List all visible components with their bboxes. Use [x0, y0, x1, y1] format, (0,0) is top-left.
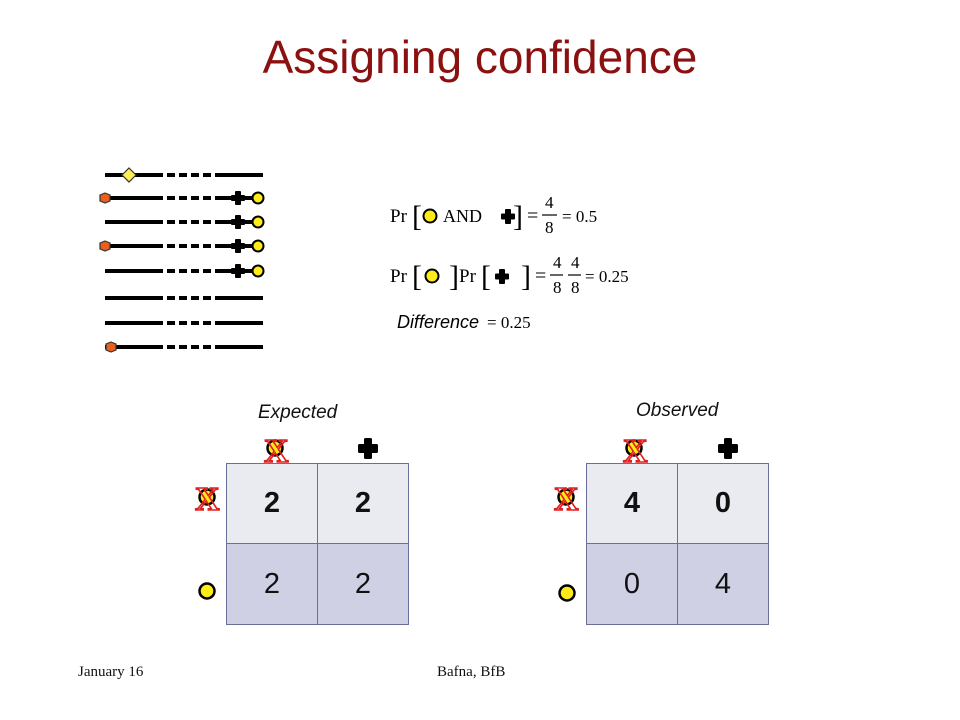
expected-label: Expected [258, 402, 338, 423]
eq1-numerator: 4 [545, 193, 554, 212]
yellow-circle-icon [198, 582, 216, 600]
svg-text:]: ] [449, 260, 459, 293]
svg-text:=: = [527, 205, 538, 227]
svg-text:[: [ [412, 200, 422, 233]
black-cross-icon [231, 191, 245, 205]
black-cross-icon [718, 438, 738, 459]
eq2-frac2-numerator: 4 [571, 253, 580, 272]
eq2-result: = 0.25 [585, 267, 629, 286]
svg-text:]: ] [521, 260, 531, 293]
black-cross-icon [231, 239, 245, 253]
red-x-icon: X [195, 481, 220, 518]
svg-text:[: [ [481, 260, 491, 293]
yellow-circle-icon [557, 488, 575, 506]
expected-grid: 2 2 2 2 [226, 463, 409, 625]
pr-label: Pr [459, 266, 477, 287]
expected-column-markers: X [263, 432, 378, 468]
black-cross-icon [495, 269, 509, 284]
footer-date: January 16 [78, 664, 144, 680]
eq2-frac2-denominator: 8 [571, 278, 580, 297]
expected-cell: 2 [227, 464, 318, 544]
slide-title: Assigning confidence [262, 31, 698, 83]
svg-text:=: = [535, 265, 546, 287]
yellow-circle-icon [625, 439, 643, 457]
red-x-icon: X [623, 433, 648, 468]
observed-row-markers: X [553, 480, 580, 602]
yellow-diamond-icon [121, 167, 137, 183]
eq1-result: = 0.5 [562, 207, 597, 226]
black-cross-icon [231, 264, 245, 278]
eq2-frac1-denominator: 8 [553, 278, 562, 297]
black-cross-icon [358, 438, 378, 459]
observed-label: Observed [636, 400, 719, 421]
eq1-denominator: 8 [545, 218, 554, 237]
yellow-circle-icon [558, 584, 576, 602]
orange-hexagon-icon [99, 240, 111, 252]
difference-value: = 0.25 [487, 313, 531, 332]
expected-cell: 2 [227, 544, 318, 624]
pr-label: Pr [390, 206, 408, 227]
eq2-frac1-numerator: 4 [553, 253, 562, 272]
observed-cell: 4 [587, 464, 678, 544]
difference-label: Difference [397, 312, 479, 332]
probability-formulas: Pr [ AND ] = 4 8 = 0.5 Pr [ ] Pr [ ] = 4… [390, 193, 629, 332]
yellow-circle-icon [251, 264, 265, 278]
footer-author: Bafna, BfB [437, 664, 506, 680]
pr-label: Pr [390, 266, 408, 287]
and-label: AND [443, 206, 482, 226]
svg-text:]: ] [513, 200, 523, 233]
red-x-icon: X [264, 433, 289, 468]
yellow-circle-icon [424, 268, 440, 284]
black-cross-icon [231, 215, 245, 229]
yellow-circle-icon [251, 215, 265, 229]
svg-text:[: [ [412, 260, 422, 293]
black-cross-icon [501, 209, 515, 224]
orange-hexagon-icon [105, 341, 117, 353]
orange-hexagon-icon [99, 192, 111, 204]
red-x-icon: X [554, 481, 579, 518]
observed-cell: 0 [678, 464, 768, 544]
yellow-circle-icon [198, 488, 216, 506]
yellow-circle-icon [422, 208, 438, 224]
yellow-circle-icon [251, 239, 265, 253]
expected-cell: 2 [318, 464, 408, 544]
yellow-circle-icon [266, 439, 284, 457]
observed-column-markers: X [622, 432, 738, 468]
observed-grid: 4 0 0 4 [586, 463, 769, 625]
expected-cell: 2 [318, 544, 408, 624]
observed-cell: 0 [587, 544, 678, 624]
expected-row-markers: X [194, 480, 221, 600]
haplotype-lines [99, 167, 265, 353]
yellow-circle-icon [251, 191, 265, 205]
observed-cell: 4 [678, 544, 768, 624]
